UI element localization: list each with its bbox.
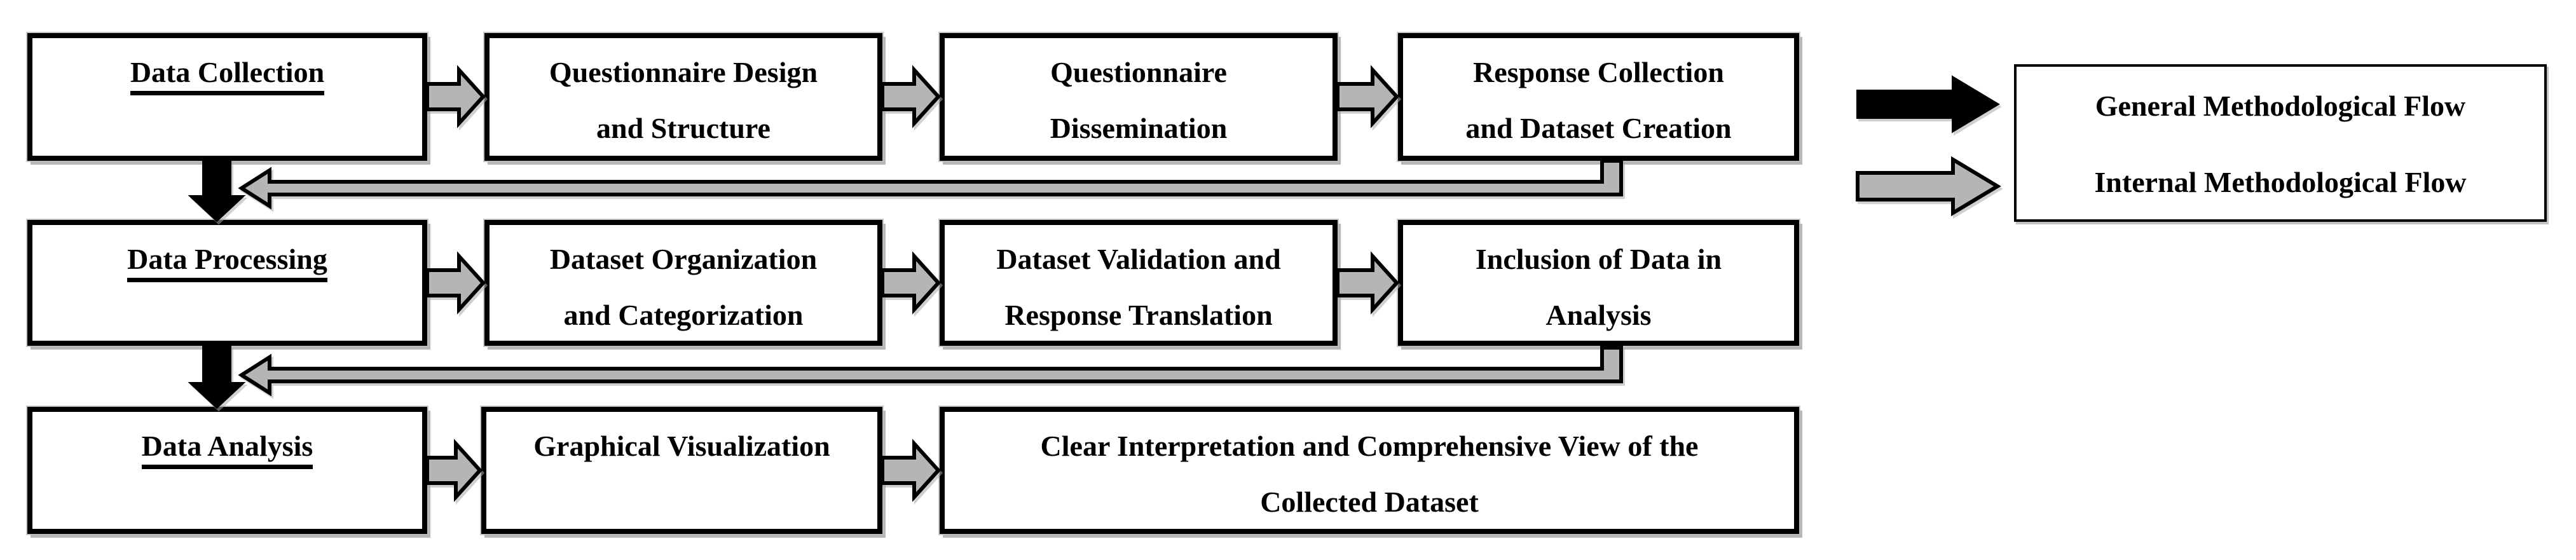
legend-general-label: General Methodological Flow: [2095, 90, 2466, 122]
box-dataset-organization: Dataset Organization and Categorization: [484, 220, 882, 346]
box-line: Collected Dataset: [1260, 486, 1479, 518]
box-line: Analysis: [1545, 299, 1652, 331]
box-questionnaire-design: Questionnaire Design and Structure: [484, 33, 882, 161]
box-data-collection-label: Data Collection: [130, 56, 325, 95]
box-line: and Categorization: [563, 299, 804, 331]
box-response-collection: Response Collection and Dataset Creation: [1398, 33, 1799, 161]
box-graphical-visualization: Graphical Visualization: [481, 407, 882, 534]
legend-box: General Methodological Flow Internal Met…: [2014, 64, 2547, 222]
box-data-analysis: Data Analysis: [27, 407, 427, 534]
box-data-processing-label: Data Processing: [127, 243, 327, 282]
right-arrow-icon: [1336, 251, 1400, 315]
box-line: Data Processing: [32, 231, 422, 287]
box-inclusion-of-data: Inclusion of Data in Analysis: [1398, 220, 1799, 346]
return-arrow-icon: [238, 159, 1623, 210]
box-questionnaire-dissemination: Questionnaire Dissemination: [940, 33, 1338, 161]
right-arrow-icon: [880, 65, 942, 128]
box-line: Data Collection: [32, 44, 422, 100]
box-clear-interpretation: Clear Interpretation and Comprehensive V…: [940, 407, 1799, 534]
right-arrow-icon: [1336, 65, 1400, 128]
right-arrow-icon: [425, 439, 483, 502]
down-arrow-icon: [188, 158, 246, 222]
legend-general-flow-arrow-icon: [1856, 75, 2000, 133]
right-arrow-icon: [880, 439, 942, 502]
box-line: Data Analysis: [32, 418, 422, 474]
box-line: Inclusion of Data in: [1475, 243, 1722, 275]
box-line: Questionnaire Design: [549, 56, 818, 88]
box-line: Response Translation: [1004, 299, 1273, 331]
box-line: and Dataset Creation: [1465, 112, 1732, 144]
box-line: Dissemination: [1050, 112, 1228, 144]
box-line: Graphical Visualization: [533, 430, 830, 462]
box-line: Response Collection: [1473, 56, 1724, 88]
box-line: and Structure: [596, 112, 771, 144]
box-data-collection: Data Collection: [27, 33, 427, 161]
box-data-analysis-label: Data Analysis: [141, 430, 313, 469]
box-data-processing: Data Processing: [27, 220, 427, 346]
down-arrow-icon: [188, 345, 246, 409]
box-line: Clear Interpretation and Comprehensive V…: [1040, 430, 1699, 462]
box-dataset-validation: Dataset Validation and Response Translat…: [940, 220, 1338, 346]
box-line: Dataset Validation and: [996, 243, 1281, 275]
legend-internal-flow-arrow-icon: [1856, 156, 2001, 217]
box-line: Dataset Organization: [549, 243, 818, 275]
return-arrow-icon: [238, 346, 1623, 397]
box-line: Questionnaire: [1050, 56, 1227, 88]
right-arrow-icon: [880, 251, 942, 315]
legend-internal-label: Internal Methodological Flow: [2094, 166, 2467, 198]
right-arrow-icon: [425, 65, 486, 128]
right-arrow-icon: [425, 251, 486, 315]
